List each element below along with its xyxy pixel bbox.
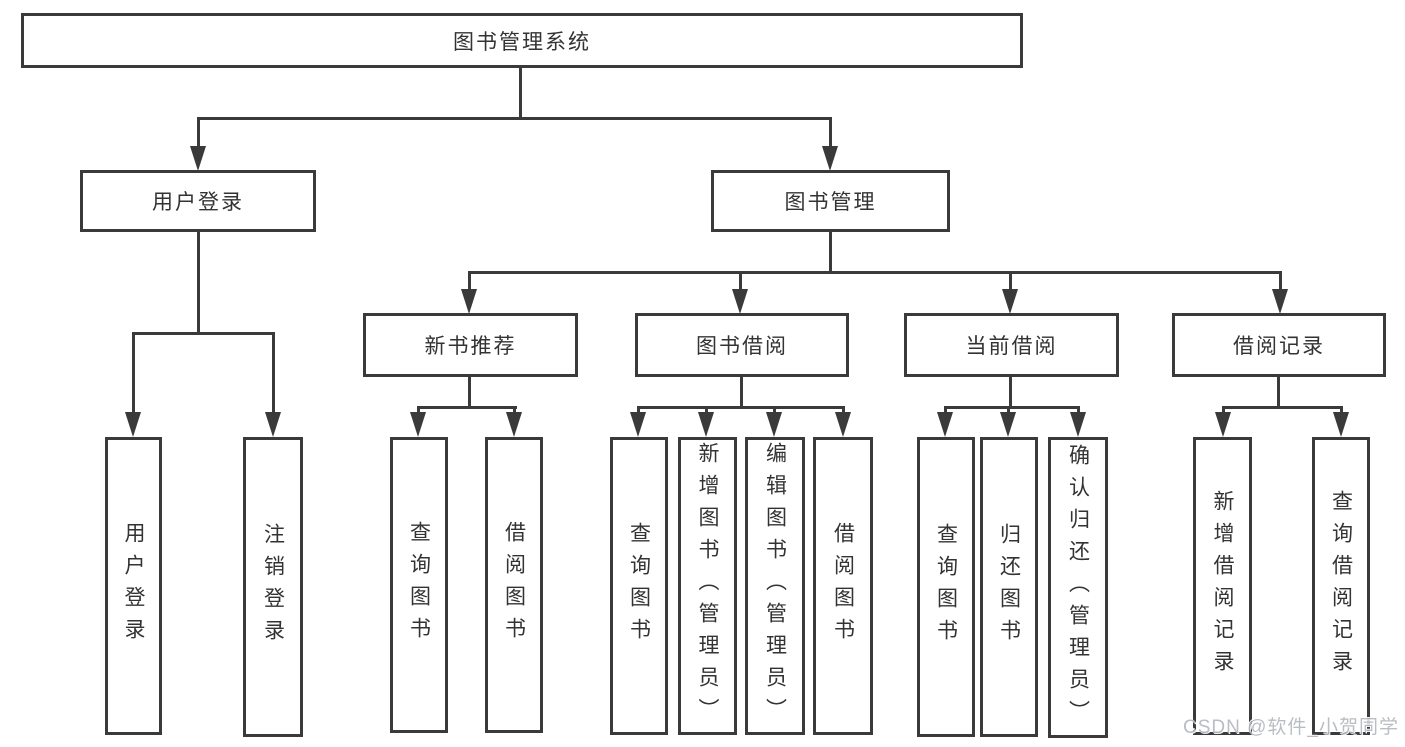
connector-line — [197, 117, 200, 150]
connector-line — [1279, 271, 1282, 291]
connector-line — [197, 232, 200, 334]
connector-line — [513, 406, 516, 416]
connector-line — [1009, 377, 1012, 408]
arrow-down-icon — [937, 412, 953, 437]
arrow-down-icon — [1002, 289, 1018, 314]
arrow-down-icon — [630, 412, 646, 437]
arrow-down-icon — [190, 146, 206, 171]
connector-line — [1007, 406, 1010, 416]
leaf-user-login: 用户登录 — [105, 437, 162, 735]
leaf-records-query-record: 查询借阅记录 — [1312, 437, 1370, 735]
arrow-down-icon — [1070, 412, 1086, 437]
arrow-down-icon — [1215, 412, 1231, 437]
connector-line — [944, 406, 947, 416]
node-new-book-recommend: 新书推荐 — [363, 313, 578, 377]
arrow-down-icon — [506, 412, 522, 437]
arrow-down-icon — [1000, 412, 1016, 437]
arrow-down-icon — [410, 412, 426, 437]
leaf-label: 查询图书 — [627, 522, 651, 650]
leaf-label: 新增图书（管理员） — [696, 442, 719, 730]
node-borrow-records: 借阅记录 — [1172, 313, 1386, 377]
leaf-current-return-books: 归还图书 — [980, 437, 1038, 737]
arrow-down-icon — [125, 412, 141, 437]
watermark: CSDN @软件_小贺同学 — [1183, 717, 1399, 738]
leaf-label: 借阅图书 — [831, 522, 855, 650]
leaf-borrow-borrow-books: 借阅图书 — [813, 437, 873, 735]
connector-line — [417, 406, 517, 409]
leaf-newbooks-borrow-books: 借阅图书 — [485, 437, 543, 733]
arrow-down-icon — [265, 412, 281, 437]
node-book-borrow: 图书借阅 — [635, 313, 849, 377]
leaf-logout: 注销登录 — [243, 437, 303, 737]
leaf-newbooks-query-books: 查询图书 — [390, 437, 448, 733]
arrow-down-icon — [1272, 289, 1288, 314]
connector-line — [829, 117, 832, 150]
connector-line — [1222, 406, 1225, 416]
connector-line — [198, 117, 832, 120]
connector-line — [132, 332, 135, 414]
connector-line — [468, 377, 471, 408]
connector-line — [469, 271, 1281, 274]
arrow-down-icon — [822, 146, 838, 171]
connector-line — [272, 332, 275, 414]
leaf-label: 借阅图书 — [502, 521, 526, 649]
leaf-borrow-query-books: 查询图书 — [610, 437, 668, 735]
connector-line — [944, 406, 1080, 409]
connector-line — [1009, 271, 1012, 291]
connector-line — [1222, 406, 1343, 409]
arrow-down-icon — [698, 412, 714, 437]
arrow-down-icon — [835, 412, 851, 437]
leaf-label: 注销登录 — [261, 523, 285, 651]
arrow-down-icon — [766, 412, 782, 437]
connector-line — [417, 406, 420, 416]
connector-line — [132, 332, 274, 335]
leaf-borrow-add-books-admin: 新增图书（管理员） — [678, 437, 737, 735]
node-book-management: 图书管理 — [711, 170, 950, 232]
connector-line — [519, 67, 522, 119]
leaf-borrow-edit-books-admin: 编辑图书（管理员） — [745, 437, 805, 735]
leaf-label: 查询图书 — [407, 521, 431, 649]
connector-line — [773, 406, 776, 416]
arrow-down-icon — [1333, 412, 1349, 437]
leaf-label: 查询图书 — [934, 523, 958, 651]
node-current-borrow: 当前借阅 — [904, 313, 1119, 377]
leaf-label: 新增借阅记录 — [1211, 490, 1234, 682]
connector-line — [468, 271, 471, 291]
connector-line — [740, 377, 743, 408]
leaf-current-confirm-return-admin: 确认归还（管理员） — [1048, 437, 1108, 738]
arrow-down-icon — [732, 289, 748, 314]
arrow-down-icon — [461, 289, 477, 314]
connector-line — [1077, 406, 1080, 416]
connector-line — [1340, 406, 1343, 416]
leaf-records-add-record: 新增借阅记录 — [1193, 437, 1252, 735]
connector-line — [705, 406, 708, 416]
connector-line — [637, 406, 845, 409]
leaf-label: 用户登录 — [122, 522, 145, 650]
connector-line — [739, 271, 742, 291]
node-root: 图书管理系统 — [21, 13, 1023, 68]
connector-line — [1277, 377, 1280, 408]
leaf-label: 查询借阅记录 — [1329, 490, 1353, 682]
leaf-label: 归还图书 — [997, 523, 1021, 651]
leaf-label: 确认归还（管理员） — [1066, 443, 1090, 732]
leaf-current-query-books: 查询图书 — [917, 437, 975, 737]
connector-line — [842, 406, 845, 416]
connector-line — [637, 406, 640, 416]
leaf-label: 编辑图书（管理员） — [763, 442, 787, 730]
node-user-login: 用户登录 — [80, 170, 316, 232]
connector-line — [829, 232, 832, 273]
